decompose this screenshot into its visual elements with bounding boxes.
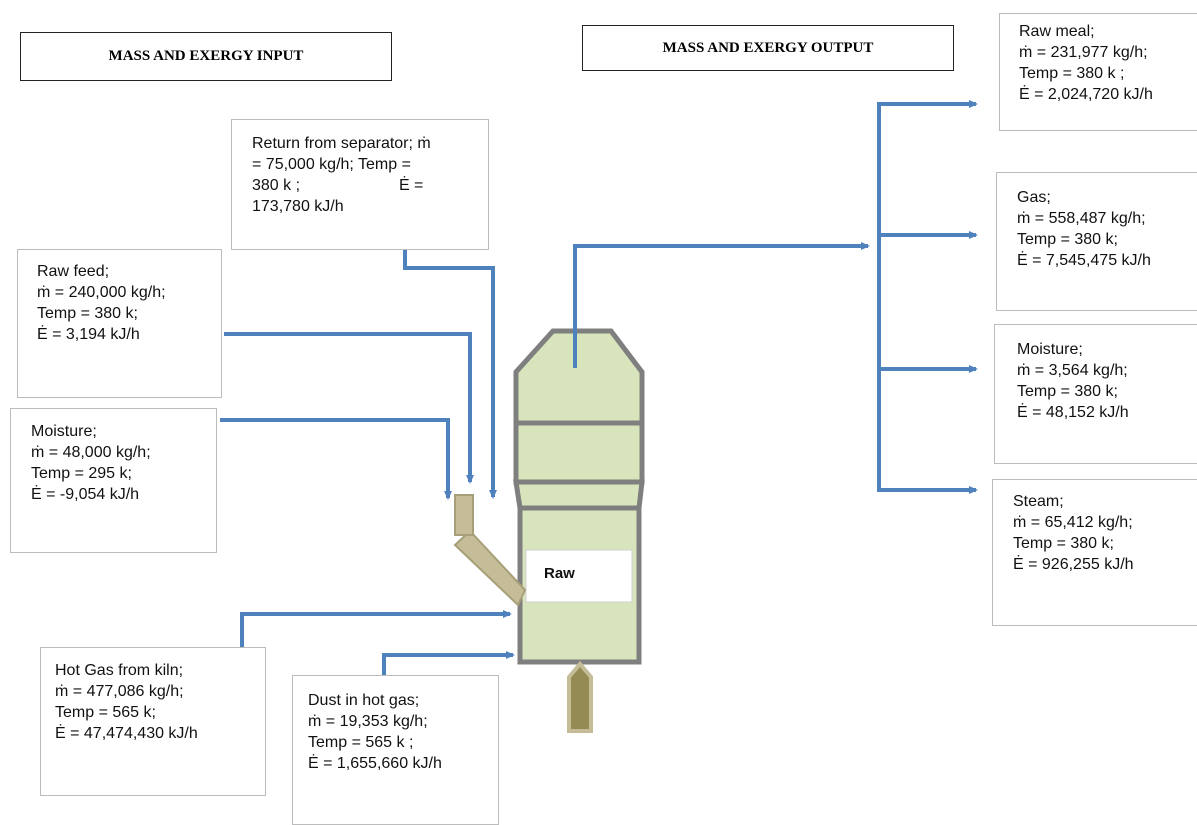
gas-line4: Ė = 7,545,475 kJ/h — [1017, 252, 1151, 269]
moisture-input-line4: Ė = -9,054 kJ/h — [31, 486, 140, 503]
output-arrows — [573, 100, 978, 494]
gas-box: Gas; ṁ = 558,487 kg/h; Temp = 380 k; Ė =… — [996, 172, 1197, 311]
gas-line1: Gas; — [1017, 189, 1051, 206]
moisture-output-line3: Temp = 380 k; — [1017, 383, 1118, 400]
hot-gas-line4: Ė = 47,474,430 kJ/h — [55, 725, 198, 742]
raw-meal-line4: Ė = 2,024,720 kJ/h — [1019, 86, 1153, 103]
feed-chute — [453, 529, 527, 607]
moisture-input-line1: Moisture; — [31, 423, 97, 440]
mill-exit-arrow — [573, 242, 870, 368]
separator-return-line1: Return from separator; ṁ — [252, 135, 431, 152]
separator-return-line2: = 75,000 kg/h; Temp = — [252, 156, 411, 173]
moisture-input-line3: Temp = 295 k; — [31, 465, 132, 482]
hot-gas-box: Hot Gas from kiln; ṁ = 477,086 kg/h; Tem… — [40, 647, 266, 796]
input-section-header: MASS AND EXERGY INPUT — [20, 32, 392, 81]
input-arrows — [220, 250, 515, 675]
separator-return-exergy-label: Ė = — [398, 177, 424, 194]
raw-mill — [453, 328, 645, 733]
raw-feed-line1: Raw feed; — [37, 263, 110, 280]
dust-line4: Ė = 1,655,660 kJ/h — [308, 755, 442, 772]
raw-meal-line2: ṁ = 231,977 kg/h; — [1019, 44, 1148, 61]
raw-meal-line1: Raw meal; — [1019, 23, 1095, 40]
output-section-header: MASS AND EXERGY OUTPUT — [582, 25, 954, 71]
hot-gas-line3: Temp = 565 k; — [55, 704, 156, 721]
mill-label: Raw — [544, 565, 575, 582]
mill-label-box — [525, 549, 633, 603]
dust-box: Dust in hot gas; ṁ = 19,353 kg/h; Temp =… — [292, 675, 499, 825]
hot-gas-arrow — [240, 610, 512, 647]
steam-line2: ṁ = 65,412 kg/h; — [1013, 514, 1133, 531]
raw-feed-line2: ṁ = 240,000 kg/h; — [37, 284, 166, 301]
mill-top-hood — [513, 328, 645, 426]
raw-feed-line3: Temp = 380 k; — [37, 305, 138, 322]
raw-meal-line3: Temp = 380 k ; — [1019, 65, 1125, 82]
dust-line2: ṁ = 19,353 kg/h; — [308, 713, 428, 730]
mill-bottom-hopper — [567, 660, 593, 733]
raw-feed-arrow — [224, 332, 474, 484]
raw-meal-box: Raw meal; ṁ = 231,977 kg/h; Temp = 380 k… — [999, 13, 1197, 131]
moisture-output-line2: ṁ = 3,564 kg/h; — [1017, 362, 1128, 379]
feed-inlet — [454, 494, 474, 536]
hot-gas-line1: Hot Gas from kiln; — [55, 662, 184, 679]
moisture-output-line4: Ė = 48,152 kJ/h — [1017, 404, 1129, 421]
separator-return-temp: 380 k ; — [252, 177, 301, 194]
moisture-output-line1: Moisture; — [1017, 341, 1083, 358]
dust-line3: Temp = 565 k ; — [308, 734, 414, 751]
dust-arrow — [382, 651, 515, 675]
dust-line1: Dust in hot gas; — [308, 692, 420, 709]
mill-upper-section — [513, 420, 645, 485]
separator-return-arrow — [403, 250, 497, 499]
gas-line3: Temp = 380 k; — [1017, 231, 1118, 248]
moisture-in-arrow — [220, 418, 452, 500]
mill-neck — [513, 479, 645, 511]
steam-line4: Ė = 926,255 kJ/h — [1013, 556, 1134, 573]
moisture-input-box: Moisture; ṁ = 48,000 kg/h; Temp = 295 k;… — [10, 408, 217, 553]
raw-feed-box: Raw feed; ṁ = 240,000 kg/h; Temp = 380 k… — [17, 249, 222, 398]
gas-line2: ṁ = 558,487 kg/h; — [1017, 210, 1146, 227]
raw-feed-line4: Ė = 3,194 kJ/h — [37, 326, 140, 343]
separator-return-box: Return from separator; ṁ = 75,000 kg/h; … — [231, 119, 489, 250]
steam-box: Steam; ṁ = 65,412 kg/h; Temp = 380 k; Ė … — [992, 479, 1197, 626]
moisture-output-box: Moisture; ṁ = 3,564 kg/h; Temp = 380 k; … — [994, 324, 1197, 464]
steam-line3: Temp = 380 k; — [1013, 535, 1114, 552]
hot-gas-line2: ṁ = 477,086 kg/h; — [55, 683, 184, 700]
separator-return-line3: 380 k ; Ė = — [252, 175, 488, 196]
separator-return-line4: 173,780 kJ/h — [252, 198, 344, 215]
steam-line1: Steam; — [1013, 493, 1064, 510]
moisture-input-line2: ṁ = 48,000 kg/h; — [31, 444, 151, 461]
